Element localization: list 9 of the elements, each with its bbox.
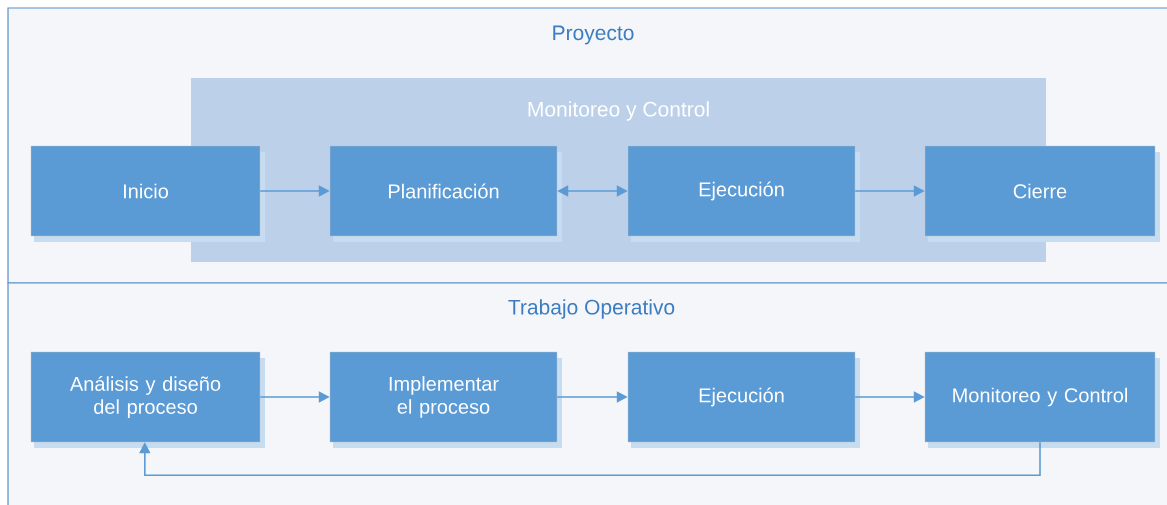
arrow <box>139 441 1041 476</box>
process-box: Análisis y diseño del proceso <box>30 351 265 448</box>
process-box: Monitoreo y Control <box>924 351 1160 448</box>
process-box: Ejecución <box>627 145 860 242</box>
process-box: Ejecución <box>627 351 860 448</box>
process-box: Inicio <box>30 145 265 242</box>
process-box: Cierre <box>924 145 1160 242</box>
process-box: Planificación <box>329 145 562 242</box>
process-box: Implementar el proceso <box>329 351 562 448</box>
